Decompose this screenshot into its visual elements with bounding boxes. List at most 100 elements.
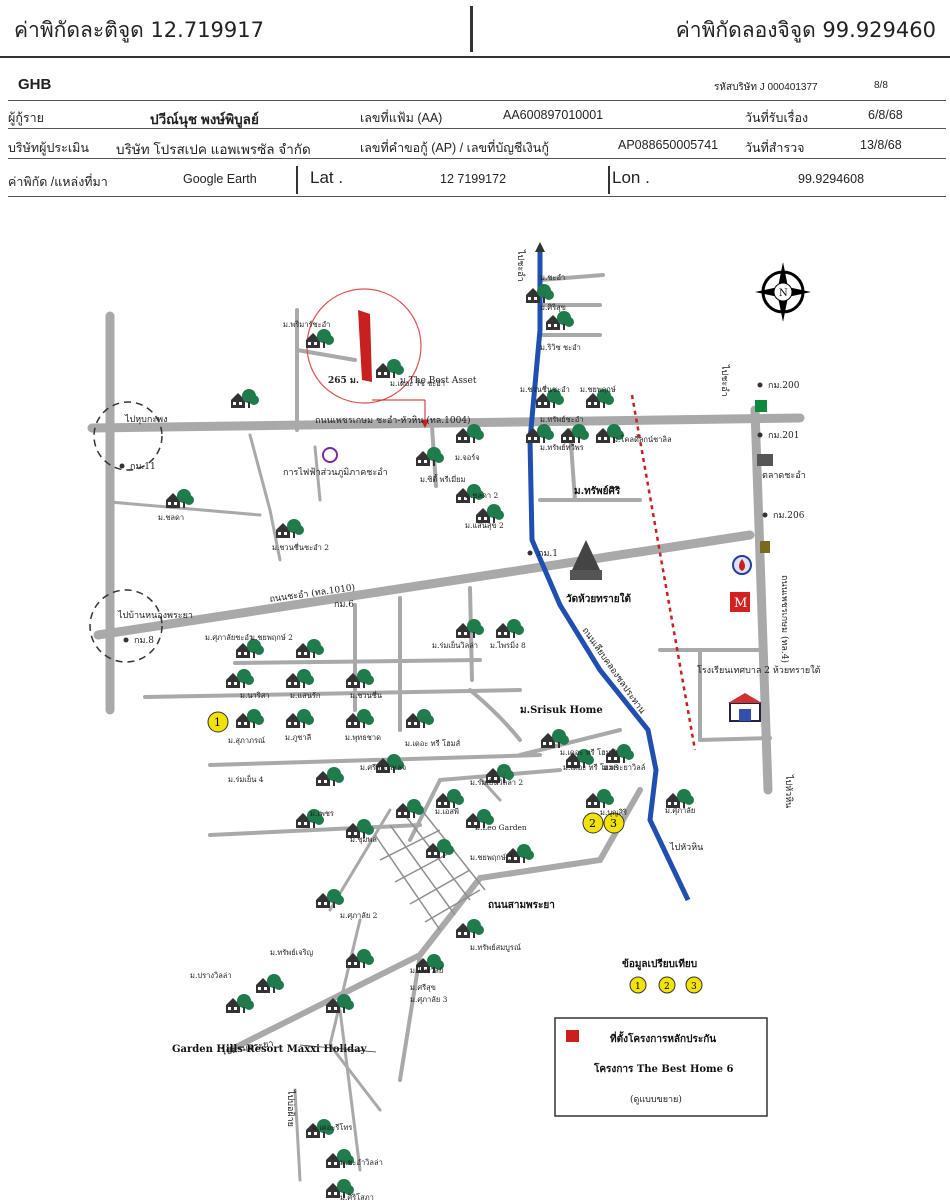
- village-icon: [416, 954, 444, 973]
- village-label: ม.ซิตี้ พรีเมี่ยม: [420, 474, 466, 484]
- comparison-marker-1[interactable]: 1: [207, 711, 229, 733]
- canal-arrow: [535, 242, 545, 252]
- village-icon: [586, 389, 614, 408]
- electric-icon: [322, 447, 338, 463]
- village-label: ม.ริวิซ ชะอำ: [540, 343, 581, 352]
- village-label: ม.เดอะ ทรี โฮมส์: [405, 739, 461, 748]
- village-icon: [346, 669, 374, 688]
- village-icon: [296, 809, 324, 828]
- village-label: ม.พระยาวิลล์: [603, 763, 645, 772]
- file-no: AA600897010001: [503, 108, 604, 122]
- seven-eleven-icon: [755, 400, 767, 412]
- gas-station-icon: [732, 555, 752, 575]
- comparison-legend-1: 1: [629, 976, 647, 994]
- village-label: ม.เดอะ ริช ชะอำ: [390, 379, 445, 388]
- village-icon: [316, 889, 344, 908]
- village-icon: [456, 424, 484, 443]
- dashed-boundary: [630, 394, 697, 751]
- comparison-legend-2: 2: [658, 976, 676, 994]
- comparison-marker-2[interactable]: 2: [582, 812, 604, 834]
- village-icon: [526, 284, 554, 303]
- village-label: ม.ไพรวัลย์: [410, 966, 443, 975]
- dir-canal: ไปหัวหิน: [669, 842, 703, 853]
- village-icons: [166, 284, 694, 1198]
- lat-value: 12 7199172: [440, 172, 507, 186]
- svg-text:1: 1: [214, 716, 221, 729]
- village-label: ม.ชลดา: [158, 513, 184, 522]
- temple-icon: [570, 540, 602, 580]
- comparison-title: ข้อมูลเปรียบเทียบ: [622, 958, 697, 971]
- village-icon: [416, 447, 444, 466]
- village-label: ม.แสนสุข 2: [465, 521, 504, 530]
- km-markers: กม.200 กม.201 กม.206 กม.11 กม.8 กม.1 กม.…: [119, 381, 805, 646]
- village-icon: [286, 709, 314, 728]
- village-icon: [231, 389, 259, 408]
- village-label: ม.เอสพี: [435, 807, 459, 816]
- village-label: ม.ไพรมิ่ง 8: [490, 640, 526, 650]
- village-label: ม.ทรัพย์ชะอำ: [540, 415, 583, 424]
- site-marker: [358, 310, 372, 382]
- village-icon: [436, 789, 464, 808]
- village-label: ม.เดอะรีโทร: [312, 1123, 352, 1132]
- village-label: ม.ชวนชื่น: [350, 690, 382, 700]
- village-icon: [526, 424, 554, 443]
- village-icon: [496, 619, 524, 638]
- village-label: ม.เดอะ ทรี โฮม 9: [560, 748, 618, 757]
- km-206: กม.206: [773, 511, 805, 521]
- village-icon: [326, 994, 354, 1013]
- village-icon: [316, 767, 344, 786]
- legend-box: ที่ตั้งโครงการหลักประกัน โครงการ The Bes…: [554, 1017, 768, 1117]
- hospital-icon: M: [730, 592, 750, 612]
- village-icon: [326, 1149, 354, 1168]
- file-no-label: เลขที่แฟ้ม (AA): [360, 111, 443, 125]
- village-icon: [236, 639, 264, 658]
- village-icon: [456, 619, 484, 638]
- village-label: ม.ศิริสุข: [540, 303, 566, 312]
- village-icon: [226, 669, 254, 688]
- village-label: ม.ศุภาลัย 3: [410, 995, 448, 1004]
- longitude-header: ค่าพิกัดลองจิจูด 99.929460: [675, 18, 936, 42]
- dir-top: ไปชะอำ: [515, 249, 526, 282]
- village-icon: [466, 809, 494, 828]
- village-label: ม.ศุภาลัย: [665, 806, 695, 815]
- location-map: N: [0, 210, 950, 1202]
- svg-text:1: 1: [635, 982, 641, 992]
- map-canvas: N: [87, 242, 821, 1202]
- junction-circle-1: [93, 401, 163, 471]
- village-label: ม.พุทธชาด: [345, 733, 381, 742]
- srisuk-label: ม.Srisuk Home: [520, 705, 603, 716]
- village-label: ม.ปรางวิลล่า: [190, 971, 232, 980]
- village-icon: [376, 754, 404, 773]
- svg-text:3: 3: [691, 982, 697, 992]
- village-label: ม.ชยพฤกษ์: [580, 385, 616, 394]
- comparison-legend-3: 3: [685, 976, 703, 994]
- village-label: ม.นาริสา: [240, 691, 269, 700]
- road-label-right: ถนนเพชรเกษม (ทล.4): [779, 575, 790, 663]
- svg-text:2: 2: [664, 982, 670, 992]
- village-icon: [666, 789, 694, 808]
- village-icon: [346, 819, 374, 838]
- shop-icon: [760, 541, 770, 553]
- borrower-label: ผู้กู้ราย: [8, 111, 44, 125]
- legend-note: (ดูแบบขยาย): [630, 1094, 682, 1105]
- village-label: ม.ทรัพย์สมบูรณ์: [470, 943, 521, 952]
- km-200: กม.200: [768, 381, 800, 391]
- header-divider: [470, 6, 473, 52]
- village-labels: ม.พริมาร์ชะอำม.ชะอำม.ศิริสุขม.ริวิซ ชะอำ…: [158, 273, 695, 1202]
- received-date: 6/8/68: [868, 108, 903, 122]
- lon-value: 99.9294608: [798, 172, 865, 186]
- canal-line: [527, 248, 691, 902]
- village-icon: [296, 639, 324, 658]
- village-icon: [346, 709, 374, 728]
- school-label: โรงเรียนเทศบาล 2 ห้วยทรายใต้: [697, 665, 821, 676]
- village-icon: [286, 669, 314, 688]
- comparison-marker-3[interactable]: 3: [603, 812, 625, 834]
- site-distance: 265 ม.: [328, 376, 359, 386]
- village-label: ม.แสนรัก: [290, 691, 320, 700]
- appraiser-name: บริษัท โปรสเปค แอพเพรซัล จำกัด: [116, 142, 311, 157]
- village-icon: [606, 744, 634, 763]
- km-1: กม.1: [538, 549, 558, 559]
- dir-bottom: ไปบ่อฝ้าย: [285, 1089, 296, 1127]
- lon-label: Lon .: [612, 168, 650, 187]
- road-label-top: ถนนเพชรเกษม ชะอำ-หัวหิน (ทล.1004): [315, 415, 471, 426]
